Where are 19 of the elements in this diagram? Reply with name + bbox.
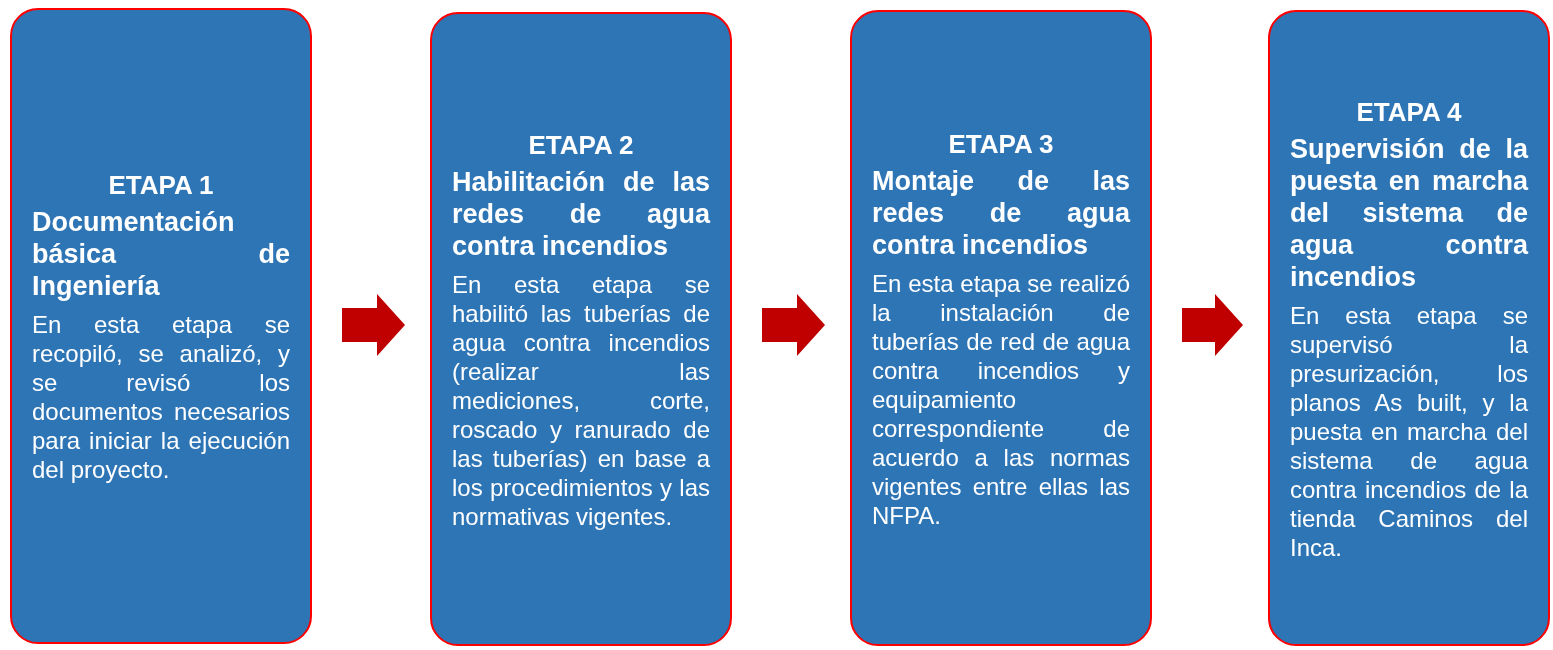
stage-description: En esta etapa se realizó la instalación de tuberías de red de agua contra incendios y equipamiento correspondiente de acuerdo a las normas vigentes entre ellas las NFPA. xyxy=(872,268,1130,530)
stage-number: ETAPA 3 xyxy=(947,127,1055,161)
block-arrow xyxy=(1182,294,1243,356)
stage-number: ETAPA 1 xyxy=(107,169,215,202)
stage-description: En esta etapa se supervisó la presurización, los planos As built, y la puesta en marcha del sistema de agua contra incendios de la tienda Caminos del Inca. xyxy=(1290,300,1528,562)
stage-number: ETAPA 2 xyxy=(527,128,635,162)
block-arrow xyxy=(762,294,825,356)
stage-description: En esta etapa se habilitó las tuberías de agua contra incendios (realizar las mediciones, corte, roscado y ranurado de las tuberías) en base a los procedimientos y las normativas vigentes. xyxy=(452,269,710,531)
stage-title: Montaje de las redes de agua contra incendios xyxy=(872,164,1130,261)
stage-title: Documentación básica de Ingeniería xyxy=(32,206,290,302)
stage-card xyxy=(850,10,1152,646)
stage-card xyxy=(1268,10,1550,646)
stage-number: ETAPA 4 xyxy=(1355,95,1463,129)
stage-card xyxy=(430,12,732,646)
stage-description: En esta etapa se recopiló, se analizó, y se revisó los documentos necesarios para iniciar la ejecución del proyecto. xyxy=(32,310,290,484)
block-arrow xyxy=(342,294,405,356)
stage-title: Supervisión de la puesta en marcha del sistema de agua contra incendios xyxy=(1290,132,1528,293)
stage-card xyxy=(10,8,312,644)
stage-title: Habilitación de las redes de agua contra incendios xyxy=(452,165,710,262)
